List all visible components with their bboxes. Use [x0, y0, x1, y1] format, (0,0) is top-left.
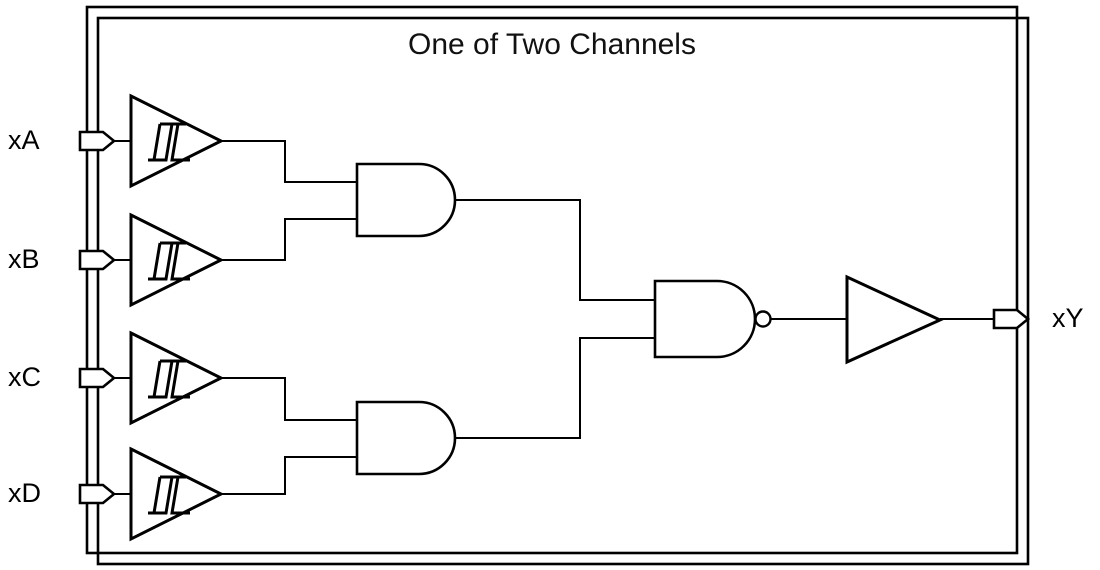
wire-st-d-to-and-bottom — [221, 456, 357, 495]
package-outline-inner — [96, 16, 1030, 566]
gate-buffer-output[interactable] — [845, 274, 944, 365]
port-label-xy: xY — [1052, 303, 1084, 333]
pin-marker-xy[interactable] — [992, 308, 1031, 330]
gate-schmitt-trigger-xc[interactable] — [129, 330, 225, 426]
gate-schmitt-trigger-xa[interactable] — [129, 93, 225, 189]
port-label-xc: xC — [8, 362, 41, 392]
gate-schmitt-trigger-xd[interactable] — [129, 446, 225, 542]
wire-st-b-to-and-top — [221, 218, 357, 261]
pin-marker-xb[interactable] — [78, 249, 117, 271]
gate-schmitt-trigger-xb[interactable] — [129, 212, 225, 308]
port-label-xd: xD — [8, 478, 41, 508]
wire-st-c-to-and-bottom — [221, 377, 357, 421]
wire-st-a-to-and-top — [221, 140, 357, 183]
pin-marker-xc[interactable] — [78, 367, 117, 389]
diagram-title: One of Two Channels — [408, 28, 696, 61]
port-label-xb: xB — [8, 244, 40, 274]
gate-nand-main[interactable] — [653, 279, 772, 359]
wire-and-bottom-to-nand — [455, 337, 655, 439]
package-outline-outer — [85, 5, 1019, 555]
package-outline — [85, 5, 1030, 566]
gate-and-bottom[interactable] — [355, 400, 457, 476]
port-label-xa: xA — [8, 125, 40, 155]
gate-and-top[interactable] — [355, 162, 457, 238]
pin-marker-xd[interactable] — [78, 483, 117, 505]
pin-marker-xa[interactable] — [78, 130, 117, 152]
wire-and-top-to-nand — [455, 199, 655, 301]
inversion-bubble-icon — [754, 310, 772, 328]
